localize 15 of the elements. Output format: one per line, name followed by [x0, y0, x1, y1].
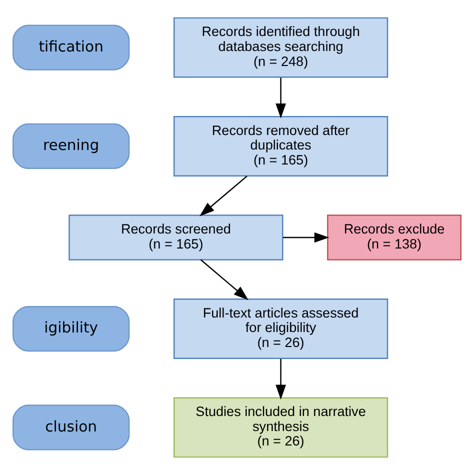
node-box: clusion: [12, 404, 130, 450]
arrow: [276, 77, 286, 118]
node-box: reening: [12, 122, 130, 169]
node-box: Records exclude (n = 138): [327, 214, 462, 260]
arrow: [200, 258, 248, 300]
node-box: Records screened (n = 165): [68, 214, 284, 260]
arrow: [282, 232, 330, 242]
arrow: [200, 175, 248, 216]
node-box: Studies included in narrative synthesis (n = 26): [173, 396, 388, 458]
node-box: Full-text articles assessed for eligibility (n = 26): [173, 298, 388, 358]
node-box: Records identified through databases searching (n = 248): [173, 16, 388, 78]
arrow: [276, 358, 286, 400]
node-box: Records removed after duplicates (n = 165): [173, 116, 388, 176]
node-box: tification: [12, 24, 130, 70]
node-box: igibility: [12, 305, 130, 352]
